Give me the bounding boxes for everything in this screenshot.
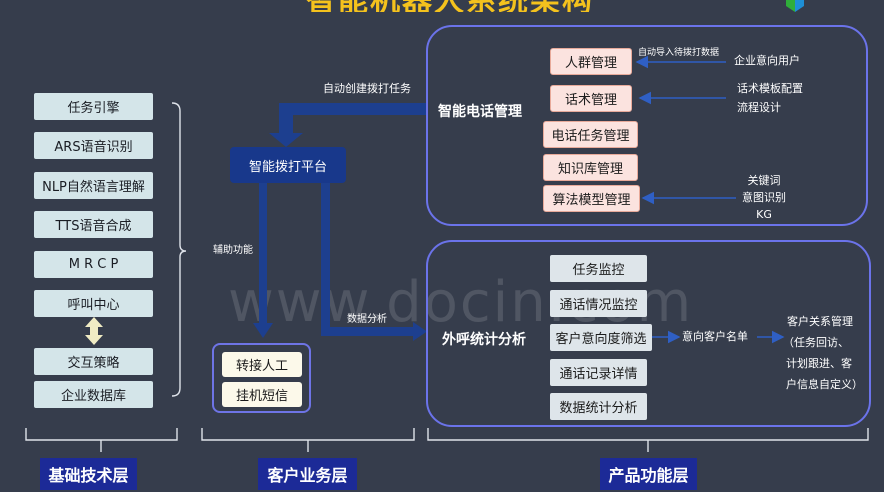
task-monitoring: 任务监控 — [550, 255, 647, 282]
assist-label: 辅助功能 — [213, 245, 253, 256]
call-task-management: 电话任务管理 — [543, 121, 638, 148]
keyword-label: 关键词 — [747, 174, 781, 187]
intent-customer-list: 意向客户名单 — [682, 330, 748, 343]
data-statistics-analysis: 数据统计分析 — [550, 393, 647, 420]
tech-item-mrcp: M R C P — [34, 251, 153, 278]
customer-intent-filter: 客户意向度筛选 — [550, 324, 652, 351]
assist-arrow-head — [253, 323, 273, 338]
bottom-brace-product — [427, 428, 869, 452]
layer-label-tech: 基础技术层 — [40, 458, 137, 490]
tech-item-enterprise-db: 企业数据库 — [34, 381, 153, 408]
phone-management-title: 智能电话管理 — [438, 104, 522, 120]
intent-recognition-label: 意图识别 — [742, 191, 786, 204]
tech-item-tts: TTS语音合成 — [34, 211, 153, 238]
knowledge-base-management: 知识库管理 — [543, 154, 638, 181]
crm-note-line-1: 客户关系管理 — [787, 315, 853, 328]
tech-item-interaction-strategy: 交互策略 — [34, 348, 153, 375]
crm-note-line-3: 计划跟进、客 — [786, 357, 852, 370]
auto-create-arrow — [269, 103, 426, 147]
kg-label: KG — [756, 208, 772, 221]
call-analysis-title: 外呼统计分析 — [442, 332, 526, 348]
page-title: 智能机器人系统架构 — [270, 0, 630, 12]
hangup-sms: 挂机短信 — [222, 382, 302, 407]
crm-note-line-2: （任务回访、 — [783, 336, 849, 349]
analysis-line-vertical — [321, 183, 330, 334]
source-users-label: 企业意向用户 — [734, 54, 800, 67]
auto-create-label: 自动创建拨打任务 — [323, 82, 411, 95]
layer-label-business: 客户业务层 — [258, 458, 357, 490]
tech-item-asr: ARS语音识别 — [34, 132, 153, 159]
crowd-management: 人群管理 — [550, 48, 632, 75]
tech-item-nlp: NLP自然语言理解 — [34, 172, 153, 199]
tech-item-call-center: 呼叫中心 — [34, 290, 153, 317]
crm-note-line-4: 户信息自定义） — [786, 378, 863, 391]
call-analysis-panel — [426, 240, 871, 427]
auto-import-label: 自动导入待拨打数据 — [638, 48, 720, 58]
tech-item-task-engine: 任务引擎 — [34, 93, 153, 120]
algorithm-model-management: 算法模型管理 — [543, 185, 640, 212]
assist-functions-panel — [212, 343, 311, 413]
assist-line — [259, 183, 267, 323]
bottom-brace-tech — [25, 428, 178, 452]
transfer-to-agent: 转接人工 — [222, 352, 302, 377]
call-record-details: 通话记录详情 — [550, 359, 647, 386]
phone-management-panel — [426, 25, 868, 226]
smart-dial-platform: 智能拨打平台 — [230, 147, 346, 183]
flow-design: 流程设计 — [737, 101, 781, 114]
call-status-monitoring: 通话情况监控 — [550, 290, 647, 317]
bottom-brace-business — [201, 428, 415, 452]
analysis-line-horizontal — [321, 327, 414, 336]
script-template-config: 话术模板配置 — [737, 82, 803, 95]
double-arrow-icon — [85, 317, 103, 345]
data-analysis-label: 数据分析 — [347, 314, 387, 325]
logo-icon — [786, 0, 804, 12]
tech-layer-brace — [171, 102, 187, 397]
layer-label-product: 产品功能层 — [600, 458, 697, 490]
script-management: 话术管理 — [550, 85, 632, 112]
analysis-arrow-head — [413, 322, 427, 341]
